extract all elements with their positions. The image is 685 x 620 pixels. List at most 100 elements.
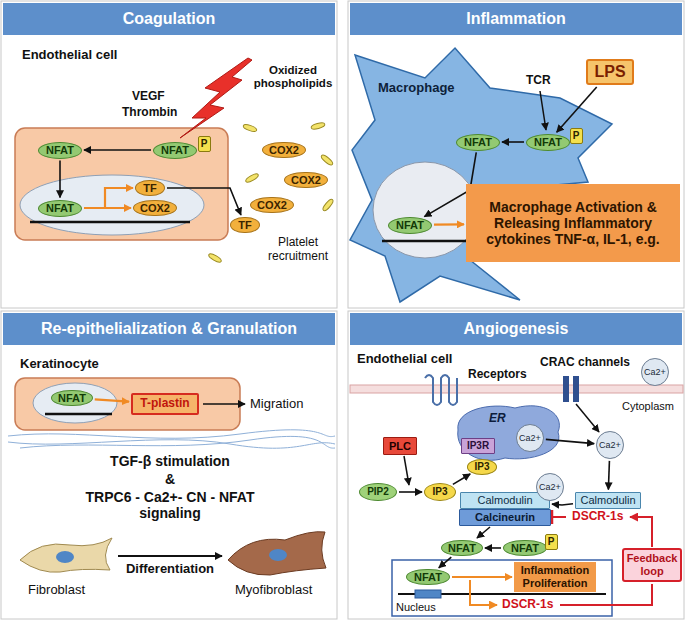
node-text: IP3R	[467, 440, 489, 452]
annotation-label: Platelet recruitment	[262, 236, 334, 264]
macrophage-cell: MacrophageNFAT P NFAT NFAT	[352, 45, 602, 305]
cell-nucleus	[269, 549, 287, 561]
inhibition-line	[553, 516, 566, 518]
node-text: NFAT	[464, 136, 492, 149]
section-header: Re-epithelialization & Granulation	[3, 313, 335, 345]
cell-membrane	[350, 385, 683, 393]
node-text: Calmodulin	[477, 494, 532, 507]
node-text: NFAT	[448, 542, 476, 555]
nucleus-outline	[392, 560, 612, 616]
annotation-label: Endothelial cell	[357, 352, 452, 367]
connector-arrow	[95, 399, 129, 401]
node-text: COX2	[257, 199, 287, 212]
node-text: TF	[238, 219, 251, 232]
nfat-protein: NFAT	[388, 217, 432, 234]
nucleus	[33, 383, 117, 423]
node-text: IP3	[432, 486, 447, 498]
connector-arrow	[439, 557, 451, 568]
inhibition-bar	[551, 510, 554, 524]
calcium-ion: Ca2+	[596, 431, 624, 459]
connector-arrow	[399, 491, 422, 493]
platelet	[320, 154, 334, 167]
phosphate-tag: P	[545, 534, 558, 550]
annotation-label: Migration	[250, 397, 303, 412]
nfat-protein: NFAT	[153, 142, 197, 159]
platelet	[245, 172, 260, 183]
node-text: Ca2+	[519, 433, 541, 443]
annotation-label: TCR	[526, 74, 551, 88]
fiber	[8, 430, 335, 438]
annotation-label: ER	[489, 412, 506, 426]
annotation-label: Endothelial cell	[22, 48, 117, 63]
node-text: Ca2+	[599, 440, 621, 450]
phosphate-tag: P	[570, 128, 583, 144]
protein-oval: TF	[230, 217, 260, 234]
connector-arrow	[502, 141, 524, 143]
nfat-protein: NFAT	[456, 134, 500, 151]
annotation-label: Keratinocyte	[20, 357, 99, 372]
node-text: Feedback loop	[626, 552, 678, 577]
nucleus	[373, 162, 477, 258]
annotation-label: Myofibroblast	[235, 583, 312, 598]
node-text: NFAT	[414, 571, 442, 584]
enzyme-box: Calcineurin	[459, 509, 551, 526]
feedback-arrow	[630, 517, 652, 547]
annotation-label: Receptors	[468, 368, 527, 382]
gene-segment	[415, 590, 441, 598]
connector-arrow	[485, 547, 501, 549]
panel	[348, 311, 684, 619]
er-organelle	[458, 406, 560, 460]
node-text: NFAT	[534, 136, 562, 149]
node-text: Calcineurin	[475, 511, 535, 524]
node-text: P	[201, 138, 208, 150]
node-text: Macrophage	[378, 81, 455, 96]
nfat-protein: NFAT	[503, 540, 547, 557]
plc-arrow	[404, 456, 409, 485]
protein-box: Calmodulin	[460, 492, 550, 509]
influx-arrow	[576, 404, 599, 432]
section-header: Inflammation	[350, 3, 682, 35]
platelets	[208, 122, 335, 264]
node-text: P	[573, 130, 580, 142]
connector-arrow	[557, 87, 597, 132]
platelet	[208, 252, 223, 263]
annotation-label: &	[40, 471, 300, 487]
tcr-arrow	[540, 91, 546, 130]
annotation-label: VEGF	[132, 90, 165, 104]
transcription-arrow	[470, 580, 497, 605]
connector-arrow	[167, 188, 241, 215]
node-text: NFAT	[58, 392, 86, 405]
node-text: P	[548, 536, 555, 548]
nfat-protein: NFAT	[406, 569, 450, 586]
outcome-box: Inflammation Proliferation	[514, 562, 596, 591]
connector-arrow	[552, 504, 573, 505]
messenger-oval: IP3	[424, 483, 456, 501]
annotation-label: Oxidized phospholipids	[250, 64, 336, 90]
connector-arrow	[434, 223, 464, 226]
node-text: Macrophage Activation & Releasing Inflam…	[483, 199, 663, 247]
panel	[1, 1, 337, 308]
annotation-label: DSCR-1s	[572, 510, 623, 524]
protein-oval: COX2	[284, 172, 328, 189]
node-text: NFAT	[161, 144, 189, 157]
matrix-fibers	[8, 430, 335, 448]
node-text: COX2	[140, 202, 170, 215]
nucleus	[20, 175, 204, 235]
protein-oval: TF	[135, 180, 165, 197]
feedback-box: Feedback loop	[622, 548, 682, 582]
platelet	[311, 122, 326, 130]
gpcr-receptor	[425, 375, 457, 405]
myofibroblast-cell	[228, 532, 326, 575]
node-text: TF	[143, 182, 156, 195]
cell-nucleus	[56, 551, 74, 563]
nfat-protein: NFAT	[38, 142, 82, 159]
nfat-protein: NFAT	[526, 134, 570, 151]
node-text: COX2	[291, 174, 321, 187]
node-text: Inflammation Proliferation	[518, 564, 592, 589]
node-text: NFAT	[511, 542, 539, 555]
macrophage-outline	[350, 48, 612, 302]
annotation-label: Cytoplasm	[622, 400, 674, 413]
node-text: Re-epithelialization & Granulation	[41, 320, 297, 338]
ligand-box: LPS	[586, 59, 634, 85]
